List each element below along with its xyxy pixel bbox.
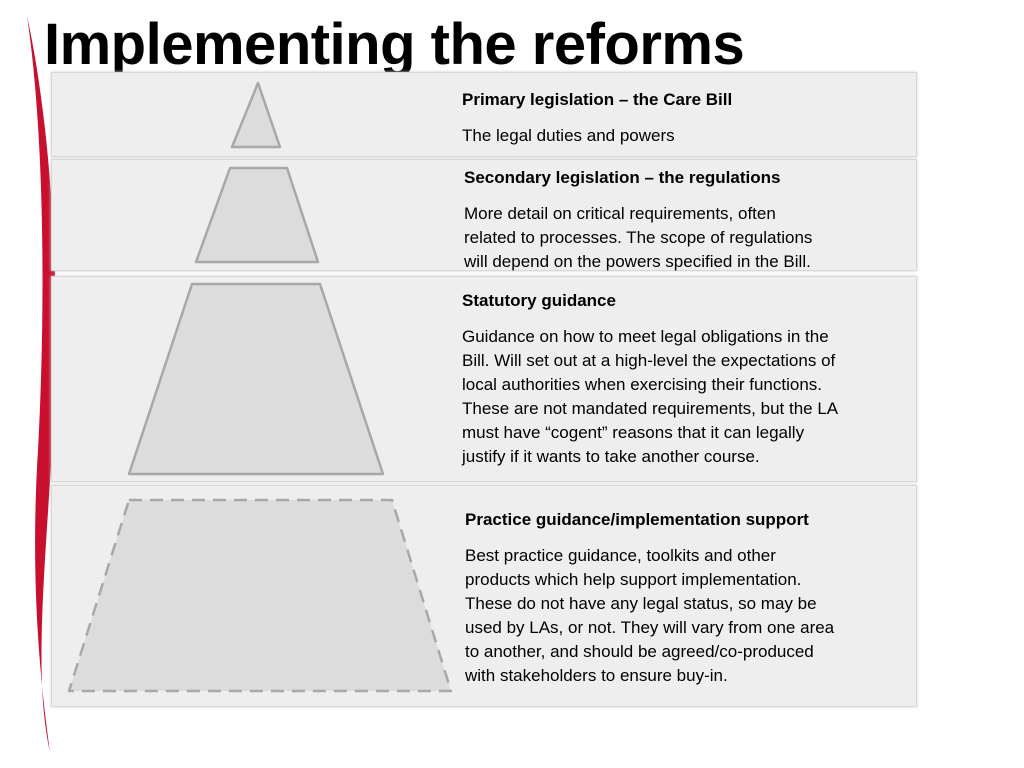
pyramid-level-4-shape — [67, 498, 453, 693]
pyramid-level-2-shape — [194, 166, 320, 264]
level-1-text: Primary legislation – the Care Bill The … — [462, 90, 907, 148]
level-2-text: Secondary legislation – the regulations … — [464, 168, 909, 274]
triangle-shape — [230, 81, 282, 149]
level-3-text: Statutory guidance Guidance on how to me… — [462, 291, 907, 469]
page-title: Implementing the reforms — [44, 12, 745, 77]
level-description: Guidance on how to meet legal obligation… — [462, 327, 839, 466]
pyramid-level-1-shape — [230, 81, 282, 149]
level-description: Best practice guidance, toolkits and oth… — [465, 546, 835, 685]
pyramid-level-3-shape — [127, 282, 385, 476]
trapezoid-shape — [194, 166, 320, 264]
level-band-primary-legislation: Primary legislation – the Care Bill The … — [52, 73, 916, 156]
level-heading: Statutory guidance — [462, 291, 616, 310]
level-band-practice-guidance: Practice guidance/implementation support… — [52, 486, 916, 706]
red-accent-curve — [27, 16, 56, 752]
level-description: More detail on critical requirements, of… — [464, 204, 813, 271]
level-4-text: Practice guidance/implementation support… — [465, 510, 910, 688]
trapezoid-shape — [127, 282, 385, 476]
level-description: The legal duties and powers — [462, 126, 675, 145]
level-heading: Primary legislation – the Care Bill — [462, 90, 733, 109]
level-heading: Secondary legislation – the regulations — [464, 168, 781, 187]
level-band-statutory-guidance: Statutory guidance Guidance on how to me… — [52, 277, 916, 481]
level-band-secondary-legislation: Secondary legislation – the regulations … — [52, 160, 916, 271]
level-heading: Practice guidance/implementation support — [465, 510, 809, 529]
accent-curve-path — [27, 16, 56, 752]
dashed-trapezoid-shape — [67, 498, 453, 693]
